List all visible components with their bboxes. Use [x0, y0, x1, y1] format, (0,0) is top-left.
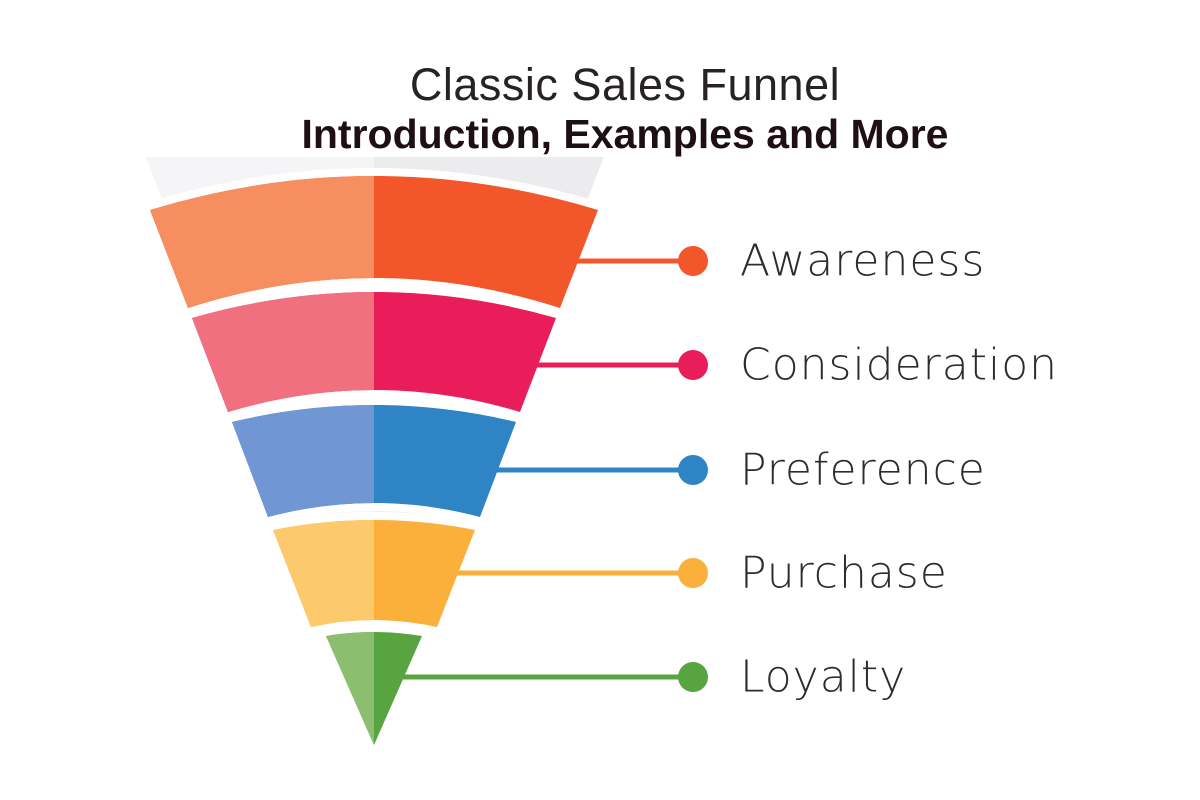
stage-callout-purchase: Purchase [450, 548, 948, 599]
purchase-band-left-half [273, 520, 374, 627]
stage-callout-preference: Preference [490, 445, 986, 496]
purchase-label: Purchase [740, 548, 948, 599]
page-subtitle: Introduction, Examples and More [301, 111, 949, 157]
loyalty-label: Loyalty [740, 652, 906, 703]
stage-callout-awareness: Awareness [568, 236, 985, 287]
stage-callout-loyalty: Loyalty [396, 652, 906, 703]
purchase-dot-icon [678, 558, 708, 588]
funnel-stage-band-purchase [265, 512, 483, 635]
consideration-band-left-half [192, 292, 374, 412]
funnel-stage-band-loyalty [318, 624, 430, 753]
preference-dot-icon [678, 455, 708, 485]
funnel-stage-band-awareness [142, 168, 606, 316]
loyalty-dot-icon [678, 662, 708, 692]
funnel-stage-band-consideration [184, 284, 564, 420]
loyalty-band-left-half [326, 632, 374, 745]
preference-band-left-half [232, 405, 374, 517]
awareness-label: Awareness [740, 236, 985, 287]
awareness-band-left-half [150, 176, 374, 308]
consideration-label: Consideration [740, 340, 1058, 391]
preference-label: Preference [740, 445, 986, 496]
awareness-dot-icon [678, 246, 708, 276]
stage-callout-consideration: Consideration [530, 340, 1058, 391]
funnel-stage-band-preference [224, 397, 524, 525]
consideration-dot-icon [678, 350, 708, 380]
page-title: Classic Sales Funnel [409, 59, 841, 110]
